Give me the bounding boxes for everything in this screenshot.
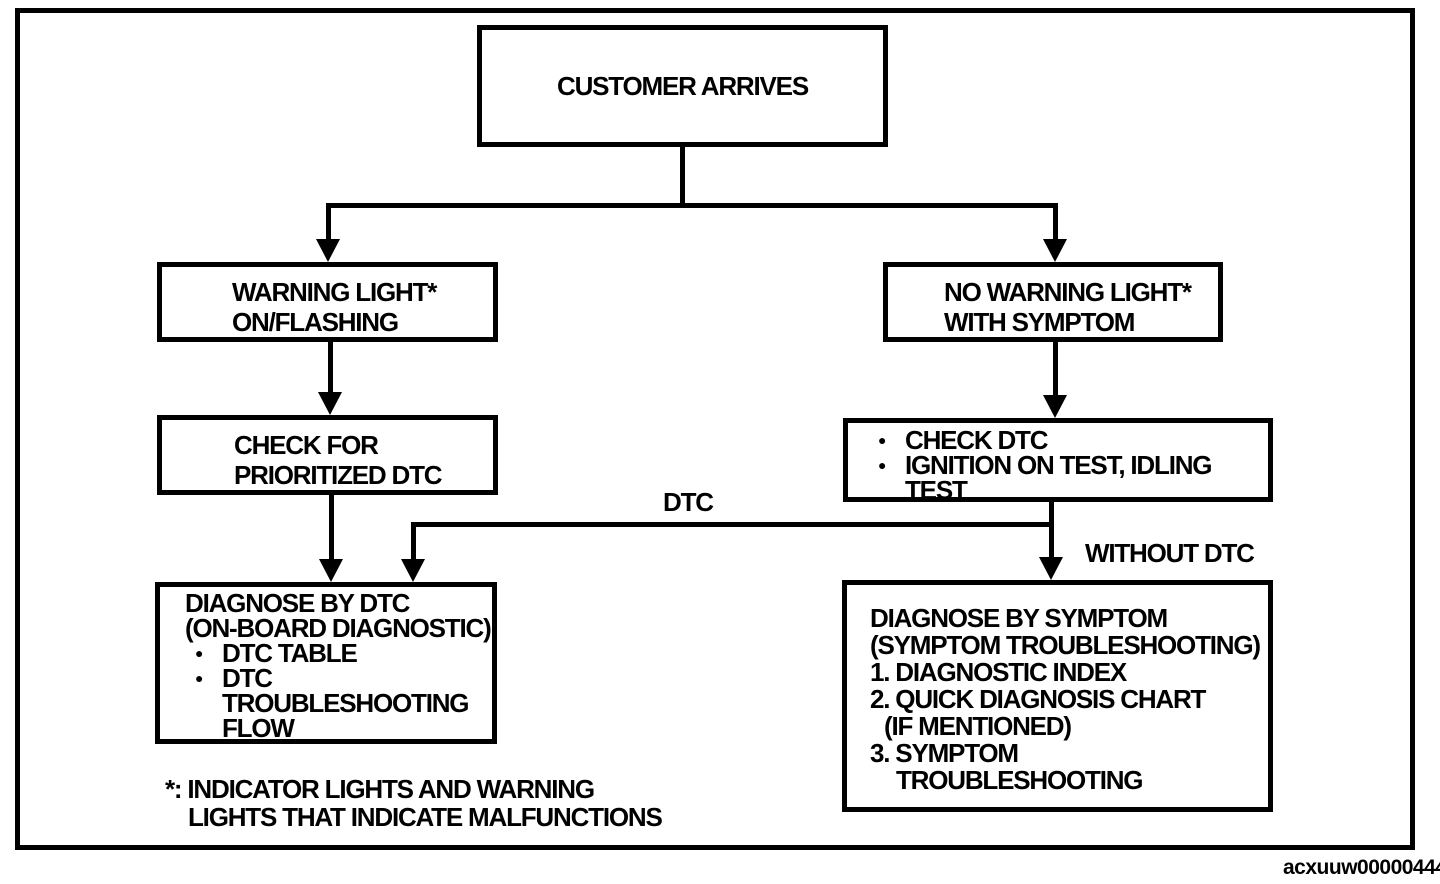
flow-node-check-dtc: ● CHECK DTC ● IGNITION ON TEST, IDLING T…: [843, 418, 1273, 505]
bullet-icon: ●: [878, 432, 886, 448]
list-item-text: DTC TABLE: [222, 638, 358, 668]
bullet-spacer: [878, 478, 905, 503]
list-item-text: IGNITION ON TEST, IDLING: [905, 450, 1213, 480]
numbered-item-continuation: (IF MENTIONED): [884, 711, 1072, 741]
footnote-line: LIGHTS THAT INDICATE MALFUNCTIONS: [188, 802, 663, 832]
node-subtitle: (ON-BOARD DIAGNOSTIC): [185, 613, 492, 643]
list-item-text: TEST: [905, 475, 968, 505]
arrow-down-icon: [316, 239, 340, 262]
numbered-item: 1. DIAGNOSTIC INDEX: [870, 657, 1127, 687]
arrow-down-icon: [318, 392, 342, 415]
node-subtitle: (SYMPTOM TROUBLESHOOTING): [870, 630, 1261, 660]
list-item: ● IGNITION ON TEST, IDLING: [878, 450, 1268, 480]
footnote: *: INDICATOR LIGHTS AND WARNING LIGHTS T…: [165, 774, 663, 832]
list-item-continuation: TEST: [878, 475, 1268, 505]
list-item-text: FLOW: [222, 713, 295, 743]
node-label-line: CHECK FOR: [234, 430, 379, 460]
list-item: ● DTC TABLE: [195, 638, 492, 668]
connector-left-branch-down: [326, 205, 331, 241]
connector-checkdtc-to-symptom: [1049, 498, 1054, 559]
connector-customer-down: [680, 145, 685, 207]
node-label-line: PRIORITIZED DTC: [234, 460, 443, 490]
list-item-text: DTC: [222, 663, 273, 693]
node-label-line: WARNING LIGHT*: [232, 277, 437, 307]
connector-check-to-diagnose-dtc: [329, 493, 334, 561]
node-label-line: WITH SYMPTOM: [944, 307, 1135, 337]
connector-warning-to-check: [328, 340, 333, 394]
arrow-down-icon: [1043, 395, 1067, 418]
list-item: ● CHECK DTC: [878, 425, 1268, 455]
numbered-item: 2. QUICK DIAGNOSIS CHART: [870, 684, 1206, 714]
arrow-down-icon: [1039, 557, 1063, 580]
flow-node-diagnose-by-symptom: DIAGNOSE BY SYMPTOM (SYMPTOM TROUBLESHOO…: [842, 580, 1273, 812]
list-item-text: TROUBLESHOOTING: [222, 688, 470, 718]
connector-nowarning-to-checkdtc: [1053, 340, 1058, 397]
footnote-line: *: INDICATOR LIGHTS AND WARNING: [165, 774, 595, 804]
connector-dtc-horizontal: [411, 522, 1054, 527]
flow-node-diagnose-by-dtc: DIAGNOSE BY DTC (ON-BOARD DIAGNOSTIC) ● …: [155, 582, 497, 744]
connector-top-split: [326, 203, 1058, 208]
bullet-spacer: [195, 716, 222, 741]
list-item-continuation: FLOW: [195, 713, 492, 743]
node-title: DIAGNOSE BY DTC: [185, 588, 410, 618]
diagram-border: [15, 8, 1415, 850]
flow-node-check-prioritized-dtc: CHECK FOR PRIORITIZED DTC: [157, 415, 498, 495]
list-item-continuation: TROUBLESHOOTING: [195, 688, 492, 718]
flow-node-warning-light: WARNING LIGHT* ON/FLASHING: [157, 262, 498, 342]
branch-label-without-dtc: WITHOUT DTC: [1085, 538, 1255, 568]
connector-right-branch-down: [1053, 205, 1058, 241]
branch-label-dtc: DTC: [663, 487, 714, 517]
bullet-icon: ●: [195, 670, 203, 686]
arrow-down-icon: [401, 559, 425, 582]
flow-node-customer-arrives: CUSTOMER ARRIVES: [477, 25, 888, 147]
arrow-down-icon: [319, 559, 343, 582]
numbered-item: 3. SYMPTOM: [870, 738, 1019, 768]
connector-dtc-branch-down: [411, 524, 416, 562]
bullet-spacer: [195, 691, 222, 716]
flow-node-no-warning-light: NO WARNING LIGHT* WITH SYMPTOM: [883, 262, 1223, 342]
node-label: CUSTOMER ARRIVES: [557, 70, 809, 101]
list-item: ● DTC: [195, 663, 492, 693]
figure-code: acxuuw00000444: [1283, 856, 1440, 879]
bullet-icon: ●: [878, 457, 886, 473]
node-label-line: ON/FLASHING: [232, 307, 399, 337]
list-item-text: CHECK DTC: [905, 425, 1049, 455]
node-title: DIAGNOSE BY SYMPTOM: [870, 603, 1168, 633]
bullet-icon: ●: [195, 645, 203, 661]
node-label-line: NO WARNING LIGHT*: [944, 277, 1192, 307]
numbered-item-continuation: TROUBLESHOOTING: [896, 765, 1144, 795]
arrow-down-icon: [1043, 239, 1067, 262]
